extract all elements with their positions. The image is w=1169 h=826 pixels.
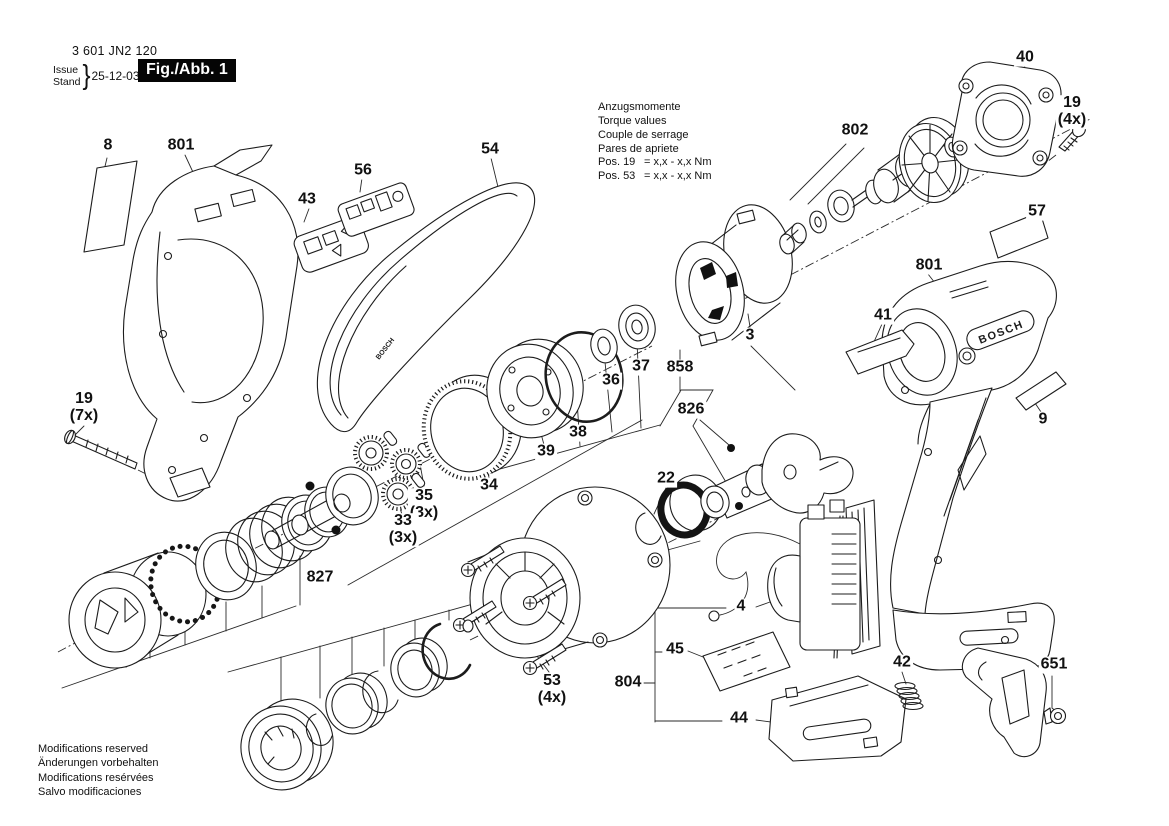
planet-pins-35: [383, 430, 432, 488]
screw-19-4x: [1058, 122, 1086, 152]
planet-carrier-827: [264, 466, 379, 550]
ring-nut: [390, 637, 448, 698]
label-sticker-8: [83, 160, 138, 253]
figure-label: Fig./Abb. 1: [138, 59, 236, 82]
stator-3: [675, 204, 793, 347]
threaded-collar: [325, 672, 388, 735]
rotor-washer: [809, 210, 827, 234]
clutch-plate-39: [486, 338, 584, 439]
release-button-41: [845, 329, 915, 375]
gearbox-housing: [467, 486, 671, 659]
washer-ring: [195, 531, 257, 601]
circlip-22: [635, 512, 662, 545]
belt-clip-651: [961, 647, 1067, 758]
issue-label: Issue: [53, 63, 79, 76]
motor-pinion: [779, 222, 807, 255]
torque-entry: Pos. 19= x,x - x,x Nm: [598, 156, 712, 169]
brace-glyph: }: [82, 59, 91, 91]
planet-gears-33: [353, 435, 422, 511]
detent-ball: [305, 481, 315, 491]
stand-label: Stand: [53, 76, 81, 88]
hand-loop-strap: BOSCH: [316, 182, 536, 433]
bearing-37: [618, 304, 656, 350]
torque-note: Anzugsmomente Torque values Couple de se…: [598, 101, 712, 184]
label-sticker-57: [989, 211, 1049, 259]
torque-line: Anzugsmomente: [598, 101, 681, 113]
o-ring-38: [544, 330, 624, 424]
circlip-large: [421, 622, 472, 681]
tiny-screw: [462, 615, 482, 633]
spindle-826: [700, 433, 854, 519]
keypad-56: [337, 182, 415, 237]
contact-sticker-45: [702, 631, 791, 692]
screw-19-7x: [64, 429, 138, 470]
circlip-small-2: [362, 670, 399, 714]
handle-housing-right: BOSCH: [881, 260, 1057, 671]
issue-block: Issue Stand } 25-12-03: [53, 59, 140, 91]
bearing-plate-40: [951, 61, 1062, 177]
torque-line: Pares de apriete: [598, 142, 679, 155]
issue-date: 25-12-03: [91, 69, 140, 83]
label-sticker-9: [1015, 371, 1067, 411]
torque-entry: Pos. 53= x,x - x,x Nm: [598, 170, 712, 183]
needle-sleeve: [240, 698, 334, 791]
torque-line: Couple de serrage: [598, 128, 689, 141]
torque-line: Torque values: [598, 114, 667, 127]
washer-36: [590, 328, 618, 364]
circlip-small-1: [305, 713, 333, 746]
detent-ball: [331, 525, 341, 535]
detent-ball: [727, 444, 735, 452]
modifications-note: Modifications reserved Änderungen vorbeh…: [38, 743, 159, 798]
spring-42: [894, 681, 924, 711]
type-number: 3 601 JN2 120: [72, 44, 158, 58]
rotor-bearing: [827, 189, 855, 223]
base-plate-44: [768, 675, 907, 762]
motor-housing-left: [122, 144, 299, 502]
detent-ball: [735, 502, 743, 510]
switch-module-4: [708, 499, 861, 659]
clutch-sleeve: [68, 551, 207, 669]
